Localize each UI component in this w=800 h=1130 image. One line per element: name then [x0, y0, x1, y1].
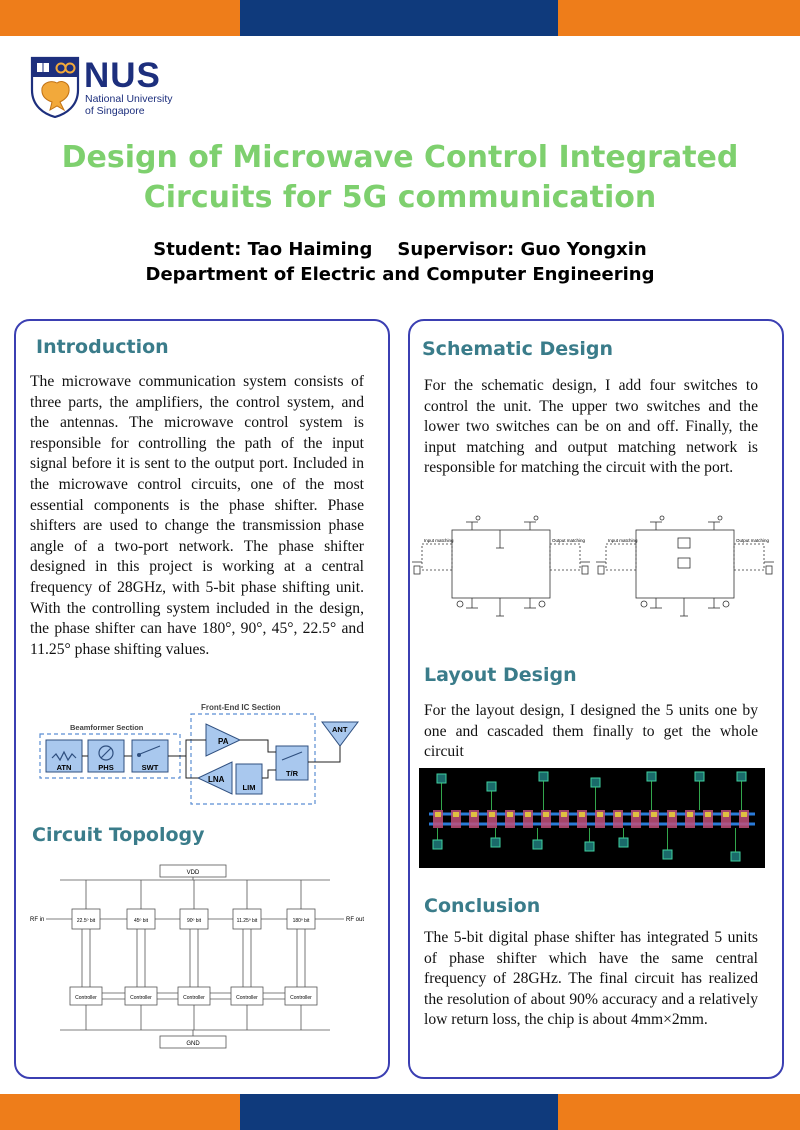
bit-label: 11.25º bit — [237, 918, 258, 924]
top-color-band — [0, 0, 800, 36]
schematic-heading: Schematic Design — [422, 338, 614, 360]
bit-label: 90º bit — [187, 918, 202, 924]
frontend-section-box — [190, 713, 316, 805]
nus-logo: NUS National University of Singapore — [30, 56, 180, 122]
conclusion-heading: Conclusion — [424, 895, 541, 917]
department: Department of Electric and Computer Engi… — [145, 264, 655, 285]
bit-label: 22.5º bit — [77, 918, 96, 924]
layout-heading: Layout Design — [424, 664, 577, 686]
lim-block — [235, 763, 263, 795]
controller-label: Controller — [290, 995, 312, 1001]
nus-crest-icon — [30, 56, 80, 118]
rf-out-label: RF out — [346, 917, 364, 923]
lna-label: LNA — [208, 775, 225, 784]
controller-label: Controller — [75, 995, 97, 1001]
ant-block — [321, 721, 359, 747]
layout-image — [419, 768, 765, 868]
student-supervisor: Student: Tao Haiming Supervisor: Guo Yon… — [153, 239, 647, 260]
frontend-section-label: Front-End IC Section — [201, 703, 281, 712]
controller-label: Controller — [236, 995, 258, 1001]
left-panel — [14, 319, 390, 1079]
swt-label: SWT — [142, 763, 159, 772]
bottom-color-band — [0, 1094, 800, 1130]
lna-block — [196, 761, 233, 795]
phs-label: PHS — [98, 763, 113, 772]
bit-label: 45º bit — [134, 918, 149, 924]
schematic-text: For the schematic design, I add four swi… — [424, 377, 758, 477]
vdd-label: VDD — [187, 870, 200, 876]
attenuator-icon — [51, 750, 77, 762]
input-matching-label-2: Input matching — [608, 538, 638, 543]
circuit-topology-heading: Circuit Topology — [32, 824, 205, 846]
phase-shifter-icon — [98, 745, 114, 761]
beamformer-section-label: Beamformer Section — [70, 723, 144, 732]
introduction-heading: Introduction — [36, 336, 169, 358]
poster-title: Design of Microwave Control Integrated C… — [61, 140, 739, 215]
layout-text: For the layout design, I designed the 5 … — [424, 702, 758, 761]
ant-label: ANT — [332, 725, 348, 734]
conclusion-text: The 5-bit digital phase shifter has inte… — [424, 929, 758, 1029]
bit-label: 180º bit — [293, 918, 310, 924]
tr-block — [275, 745, 309, 781]
schematic-circuit-1 — [412, 515, 590, 617]
atn-label: ATN — [57, 763, 72, 772]
right-panel — [408, 319, 784, 1079]
pa-label: PA — [218, 737, 229, 746]
tr-label: T/R — [286, 769, 299, 778]
logo-wordmark: NUS — [84, 56, 161, 95]
frontend-block-diagram: Front-End IC Section Beamformer Section … — [36, 700, 366, 810]
lim-label: LIM — [243, 783, 256, 792]
author-line: Student: Tao Haiming Supervisor: Guo Yon… — [60, 237, 740, 287]
switch-icon — [139, 745, 161, 755]
logo-subtitle: National University of Singapore — [85, 93, 173, 117]
gnd-label: GND — [186, 1041, 200, 1047]
introduction-text: The microwave communication system consi… — [30, 373, 364, 658]
input-matching-label-1: Input matching — [424, 538, 454, 543]
controller-label: Controller — [130, 995, 152, 1001]
output-matching-label-2: Output matching — [736, 538, 770, 543]
controller-label: Controller — [183, 995, 205, 1001]
rf-in-label: RF in — [30, 917, 44, 923]
schematic-circuit-2 — [596, 515, 774, 617]
output-matching-label-1: Output matching — [552, 538, 586, 543]
schematic-diagram: Input matching Output matching Input mat… — [412, 508, 776, 638]
